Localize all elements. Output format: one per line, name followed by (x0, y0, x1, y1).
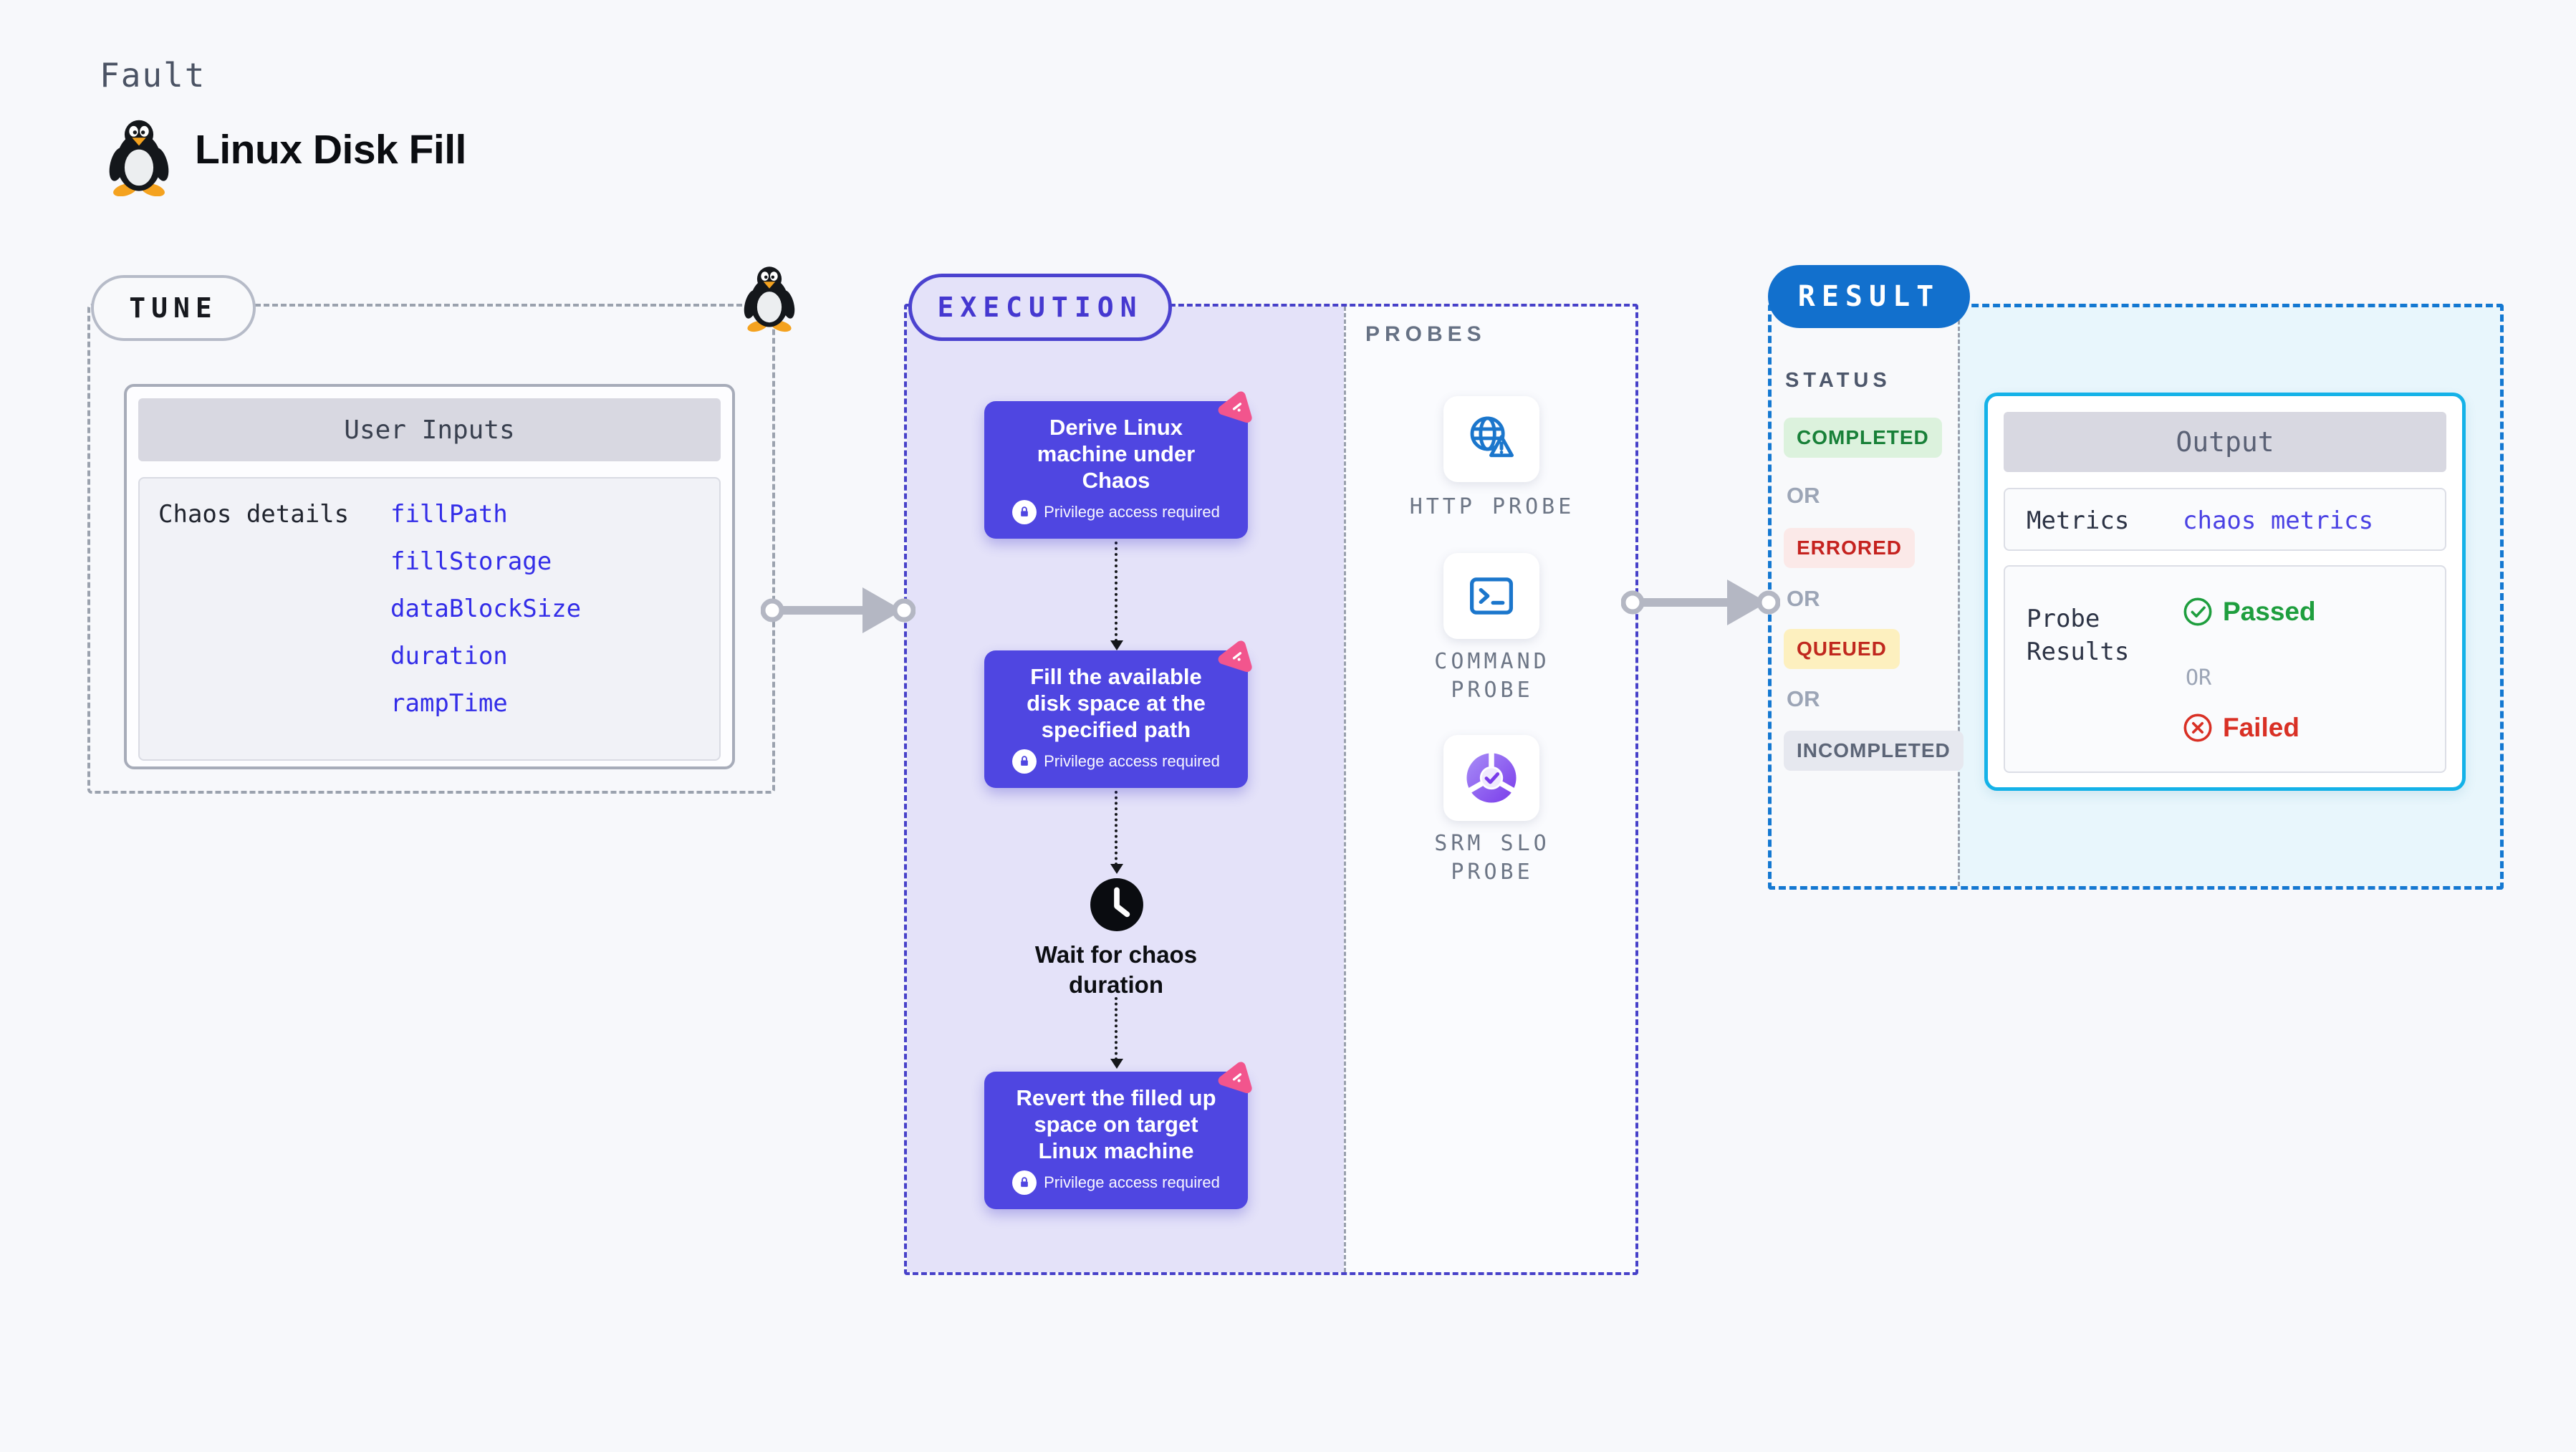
status-area (1772, 307, 1958, 886)
tune-section-box (87, 304, 775, 794)
user-inputs-card: User Inputs Chaos details fillPath fillS… (124, 384, 735, 769)
probes-heading: PROBES (1365, 322, 1486, 346)
passed-result: Passed (2183, 597, 2316, 627)
flow-arrow-execution-to-result (1621, 580, 1780, 625)
step-title: Revert the filled up space on target Lin… (1016, 1085, 1216, 1163)
slo-donut-icon (1462, 749, 1521, 807)
privilege-note: Privilege access required (984, 500, 1248, 524)
page-title: Linux Disk Fill (195, 127, 466, 173)
step-title: Derive Linux machine under Chaos (1037, 415, 1196, 493)
step-connector (1110, 791, 1123, 874)
input-link-datablocksize[interactable]: dataBlockSize (390, 595, 582, 623)
user-inputs-title: User Inputs (138, 398, 721, 461)
input-links-list: fillPath fillStorage dataBlockSize durat… (390, 500, 581, 736)
x-circle-icon (2183, 713, 2213, 743)
status-badge-incompleted: INCOMPLETED (1784, 731, 1964, 771)
globe-alert-icon (1462, 410, 1521, 468)
step-connector (1110, 997, 1123, 1069)
chaos-badge-icon (1216, 636, 1258, 678)
status-badge-errored: ERRORED (1784, 528, 1916, 568)
probe-results-label: Probe Results (2027, 605, 2130, 666)
failed-result: Failed (2183, 713, 2299, 743)
http-probe-tile[interactable] (1443, 396, 1539, 482)
output-title: Output (2004, 412, 2446, 472)
wait-duration-label: Wait for chaos duration (1034, 941, 1198, 998)
probe-results-row: Probe Results Passed OR Failed (2004, 565, 2446, 773)
or-separator: OR (2186, 665, 2212, 691)
status-badge-queued: QUEUED (1784, 629, 1900, 669)
or-separator: OR (1787, 686, 1820, 711)
command-probe-tile[interactable] (1443, 553, 1539, 639)
tux-penguin-icon (742, 262, 797, 334)
srm-slo-probe-tile[interactable] (1443, 735, 1539, 821)
metrics-label: Metrics (2027, 506, 2130, 535)
step-card-revert-space[interactable]: Revert the filled up space on target Lin… (984, 1072, 1248, 1209)
chaos-details-label: Chaos details (158, 500, 350, 529)
http-probe-label: HTTP PROBE (1409, 494, 1575, 519)
chaos-details-panel: Chaos details fillPath fillStorage dataB… (138, 477, 721, 761)
fault-eyebrow: Fault (100, 56, 206, 95)
srm-slo-probe-label: SRM SLO PROBE (1434, 831, 1550, 885)
chaos-metrics-link[interactable]: chaos metrics (2183, 506, 2374, 535)
status-heading: STATUS (1785, 369, 1891, 392)
output-card: Output Metrics chaos metrics Probe Resul… (1984, 393, 2466, 791)
lock-icon (1012, 500, 1037, 524)
clock-icon (1089, 877, 1145, 933)
privilege-note: Privilege access required (984, 749, 1248, 774)
result-section-pill: RESULT (1768, 265, 1970, 328)
chaos-badge-icon (1216, 387, 1258, 428)
input-link-duration[interactable]: duration (390, 642, 508, 670)
status-badge-completed: COMPLETED (1784, 418, 1942, 458)
tune-section-pill: TUNE (91, 275, 256, 341)
terminal-icon (1463, 567, 1520, 625)
step-card-fill-disk[interactable]: Fill the available disk space at the spe… (984, 650, 1248, 788)
lock-icon (1012, 1170, 1037, 1195)
step-card-derive-machine[interactable]: Derive Linux machine under Chaos Privile… (984, 401, 1248, 539)
chaos-badge-icon (1216, 1057, 1258, 1099)
or-separator: OR (1787, 483, 1820, 508)
step-connector (1110, 542, 1123, 650)
execution-section-pill: EXECUTION (908, 274, 1172, 341)
input-link-ramptime[interactable]: rampTime (390, 689, 508, 718)
privilege-note: Privilege access required (984, 1170, 1248, 1195)
or-separator: OR (1787, 586, 1820, 611)
command-probe-label: COMMAND PROBE (1434, 649, 1550, 703)
step-title: Fill the available disk space at the spe… (1027, 664, 1206, 742)
check-circle-icon (2183, 597, 2213, 627)
input-link-fillpath[interactable]: fillPath (390, 500, 508, 529)
tux-penguin-icon (105, 117, 173, 196)
flow-arrow-tune-to-execution (761, 587, 915, 633)
metrics-row: Metrics chaos metrics (2004, 488, 2446, 551)
input-link-fillstorage[interactable]: fillStorage (390, 547, 552, 576)
lock-icon (1012, 749, 1037, 774)
